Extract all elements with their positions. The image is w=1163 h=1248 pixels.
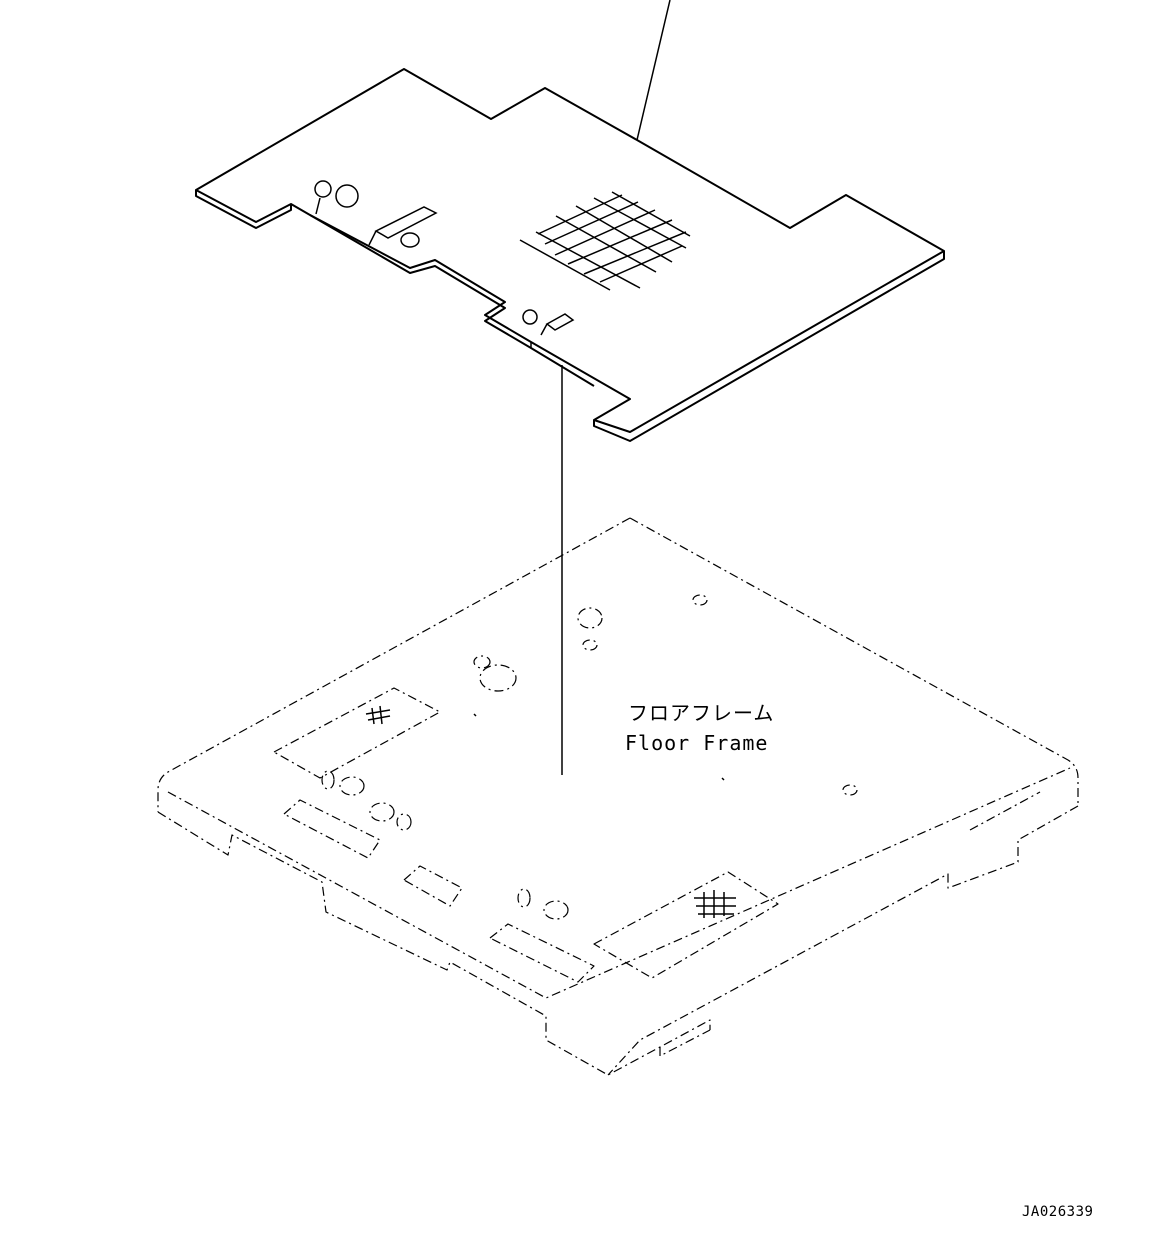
floor-mat (195, 68, 945, 442)
floor-mat-edge-right (593, 251, 945, 442)
mat-hole-small (314, 180, 332, 198)
frame-mark (473, 713, 477, 717)
frame-hole (582, 639, 598, 651)
floor-mat-edge-left (195, 190, 292, 229)
frame-hole (339, 776, 365, 796)
floor-frame-outline-front (157, 811, 711, 1076)
frame-mark (721, 777, 725, 781)
floor-frame-outline-right (607, 805, 1079, 1076)
frame-mat-pocket-right (593, 871, 779, 979)
frame-hole (473, 655, 491, 669)
part-label-en: Floor Frame (625, 731, 768, 755)
frame-hole (692, 594, 708, 606)
frame-hole (321, 770, 335, 790)
mat-hole-small (400, 232, 420, 248)
drawing-code: JA026339 (1022, 1204, 1093, 1220)
frame-hole (517, 888, 531, 908)
mat-slit (540, 323, 548, 336)
frame-slot (489, 923, 595, 983)
frame-hole (369, 802, 395, 822)
mat-rect-cutout (374, 206, 438, 239)
mat-hole-large (335, 184, 359, 208)
frame-hole (543, 900, 569, 920)
floor-frame-flange (969, 791, 1041, 831)
frame-slot (283, 799, 381, 859)
floor-frame-outline-top (629, 517, 1079, 806)
floor-frame-outline-left (157, 517, 631, 812)
frame-grid-mark-right (694, 890, 736, 918)
callout-leader-line (636, 0, 671, 141)
floor-frame-flange (659, 1029, 711, 1057)
frame-hole (479, 664, 517, 692)
frame-hole (396, 813, 412, 831)
frame-slot (403, 865, 463, 907)
frame-mat-pocket-left (273, 687, 441, 779)
floor-frame (157, 517, 1079, 1076)
mat-grid-pattern (519, 191, 691, 291)
frame-hole (842, 784, 858, 796)
frame-hole (577, 607, 603, 629)
mat-slit (315, 197, 321, 215)
mat-rect-cutout (545, 313, 575, 331)
part-label-ja: フロアフレーム (628, 701, 774, 725)
floor-frame-inner-edge (167, 767, 1071, 999)
frame-grid-mark-left (365, 705, 391, 725)
mat-slit (368, 230, 377, 246)
mat-hole-small (522, 309, 538, 325)
